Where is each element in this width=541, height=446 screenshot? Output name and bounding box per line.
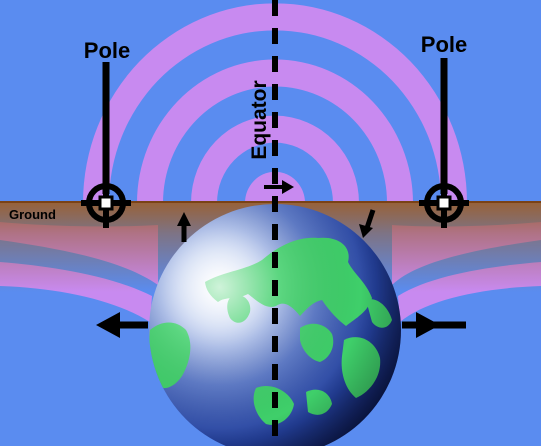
arrow-icon xyxy=(402,312,466,338)
arrow-icon xyxy=(359,209,376,238)
pole-crosshair-icon xyxy=(419,178,469,228)
earth-globe-icon xyxy=(149,204,401,446)
equator-label: Equator xyxy=(248,80,271,159)
pole-label-left: Pole xyxy=(84,38,130,63)
arrow-icon xyxy=(96,312,148,338)
pole-label-right: Pole xyxy=(421,32,467,57)
arrow-icon xyxy=(177,212,191,242)
arrow-icon xyxy=(264,180,294,194)
pole-crosshair-icon xyxy=(81,178,131,228)
field-lines-upper xyxy=(83,3,467,204)
ground-label: Ground xyxy=(9,207,56,222)
